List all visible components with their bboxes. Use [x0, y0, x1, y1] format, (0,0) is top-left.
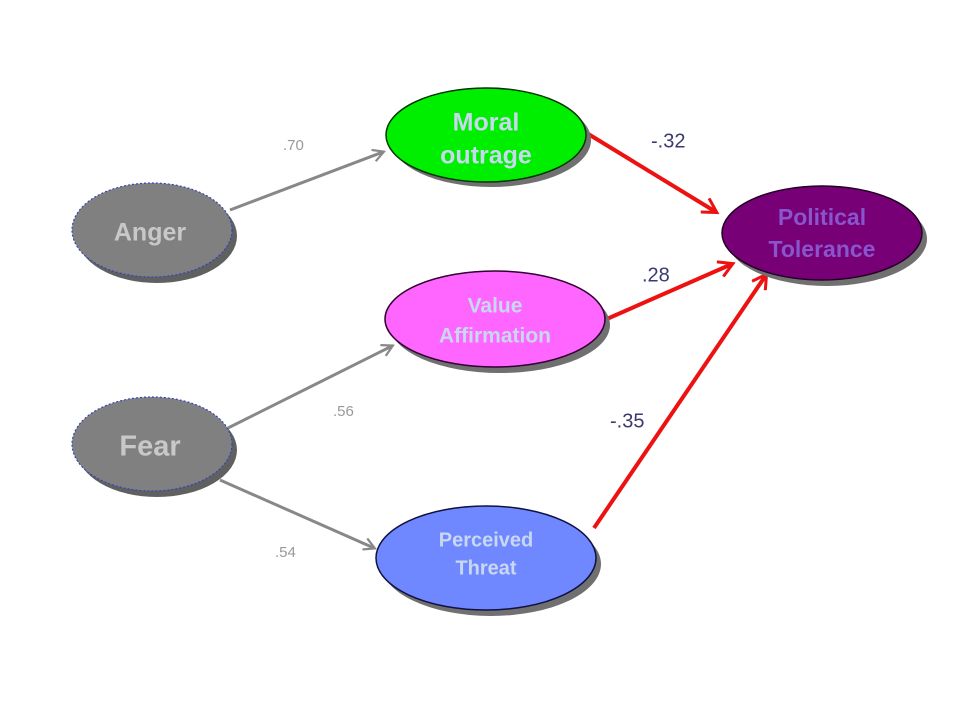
arrow-anger-to-moral-outrage	[229, 152, 383, 212]
perceived-threat-node: Perceived Threat	[375, 505, 601, 616]
moral-outrage-label-line-2: outrage	[440, 142, 532, 170]
coef-perceived-threat-to-political-tolerance: -.35	[610, 410, 644, 432]
perceived-threat-label-line-1: Perceived	[439, 529, 534, 551]
perceived-threat-label-line-2: Threat	[455, 557, 516, 579]
coef-value-affirmation-to-political-tolerance: .28	[642, 264, 670, 286]
political-tolerance-label-line-1: Political	[778, 204, 866, 230]
arrow-fear-to-value-affirmation	[227, 346, 392, 430]
value-affirmation-node: Value Affirmation	[384, 270, 610, 373]
arrow-fear-to-perceived-threat	[219, 478, 374, 548]
moral-outrage-node: Moral outrage	[385, 87, 591, 187]
value-affirmation-label-line-1: Value	[468, 295, 523, 318]
coef-fear-to-perceived-threat: .54	[275, 544, 296, 561]
fear-label: Fear	[119, 431, 180, 463]
arrow-value-affirmation-to-political-tolerance	[599, 264, 732, 324]
arrow-perceived-threat-to-political-tolerance	[592, 275, 766, 530]
value-affirmation-label-line-2: Affirmation	[439, 325, 551, 348]
moral-outrage-label-line-1: Moral	[453, 109, 520, 137]
political-tolerance-label-line-2: Tolerance	[769, 236, 876, 262]
coef-anger-to-moral-outrage: .70	[283, 137, 304, 154]
anger-label: Anger	[114, 219, 187, 247]
fear-node: Fear	[71, 396, 237, 497]
arrow-moral-outrage-to-political-tolerance	[583, 130, 716, 212]
coef-moral-outrage-to-political-tolerance: -.32	[651, 130, 685, 152]
political-tolerance-node: Political Tolerance	[721, 185, 927, 286]
coef-fear-to-value-affirmation: .56	[333, 403, 354, 420]
anger-node: Anger	[71, 182, 237, 283]
